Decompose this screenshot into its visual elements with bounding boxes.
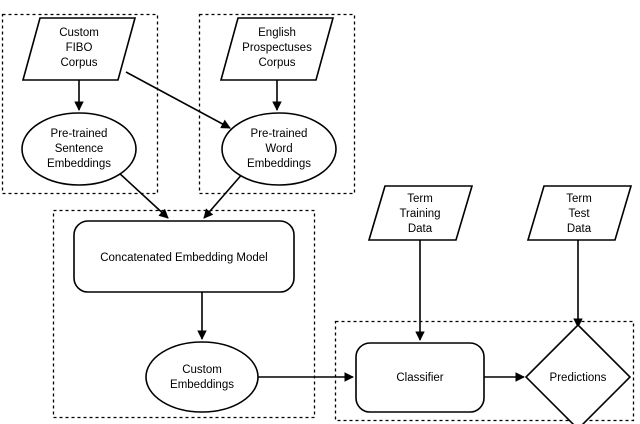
pretrained-word-embeddings-label-line2: Word <box>265 143 292 155</box>
custom-fibo-corpus-label-line2: FIBO <box>66 42 93 54</box>
pretrained-sentence-embeddings-label-line2: Sentence <box>55 143 104 155</box>
custom-fibo-corpus-label-line3: Corpus <box>60 57 97 69</box>
english-prospectuses-corpus-shape <box>219 17 335 81</box>
node-english-prospectuses-corpus[interactable]: English Prospectuses Corpus <box>219 17 335 81</box>
node-pretrained-word-embeddings[interactable]: Pre-trained Word Embeddings <box>221 112 337 186</box>
predictions-label: Predictions <box>550 372 607 384</box>
term-training-data-label-line3: Data <box>408 223 433 235</box>
term-training-data-label-line2: Training <box>399 208 440 220</box>
node-predictions[interactable]: Predictions <box>524 323 632 424</box>
group-box-classification <box>334 320 635 422</box>
node-term-test-data[interactable]: Term Test Data <box>526 185 633 241</box>
term-test-data-label-line1: Term <box>566 193 592 205</box>
concatenated-embedding-model-label: Concatenated Embedding Model <box>100 252 268 264</box>
pretrained-sentence-embeddings-label-line3: Embeddings <box>47 158 111 170</box>
custom-fibo-corpus-label-line1: Custom <box>59 27 99 39</box>
term-training-data-shape <box>367 185 474 241</box>
custom-embeddings-shape <box>145 341 259 413</box>
edge-word-embeddings-to-model <box>203 171 245 219</box>
custom-embeddings-label-line2: Embeddings <box>170 379 234 391</box>
term-test-data-shape <box>526 185 633 241</box>
edge-sentence-embeddings-to-model <box>117 171 169 219</box>
classifier-shape <box>355 342 485 413</box>
pretrained-sentence-embeddings-shape <box>21 112 137 186</box>
group-box-fibo-corpus <box>1 13 159 195</box>
edge-fibo-to-word-embeddings <box>125 71 231 129</box>
english-prospectuses-corpus-label-line1: English <box>258 27 296 39</box>
pretrained-word-embeddings-shape <box>221 112 337 186</box>
custom-fibo-corpus-shape <box>21 17 137 81</box>
english-prospectuses-corpus-label-line2: Prospectuses <box>242 42 312 54</box>
custom-embeddings-label-line1: Custom <box>182 364 222 376</box>
predictions-shape <box>524 323 632 424</box>
term-test-data-label-line2: Test <box>568 208 590 220</box>
node-custom-fibo-corpus[interactable]: Custom FIBO Corpus <box>21 17 137 81</box>
term-training-data-label-line1: Term <box>407 193 433 205</box>
pretrained-word-embeddings-label-line3: Embeddings <box>247 158 311 170</box>
node-pretrained-sentence-embeddings[interactable]: Pre-trained Sentence Embeddings <box>21 112 137 186</box>
pretrained-word-embeddings-label-line1: Pre-trained <box>251 128 308 140</box>
node-classifier[interactable]: Classifier <box>355 342 485 413</box>
term-test-data-label-line3: Data <box>567 223 592 235</box>
classifier-label: Classifier <box>396 372 443 384</box>
node-concatenated-embedding-model[interactable]: Concatenated Embedding Model <box>73 220 295 293</box>
node-term-training-data[interactable]: Term Training Data <box>367 185 474 241</box>
node-custom-embeddings[interactable]: Custom Embeddings <box>145 341 259 413</box>
pretrained-sentence-embeddings-label-line1: Pre-trained <box>51 128 108 140</box>
english-prospectuses-corpus-label-line3: Corpus <box>258 57 295 69</box>
concatenated-embedding-model-shape <box>73 220 295 293</box>
group-box-prospectuses-corpus <box>198 13 356 195</box>
